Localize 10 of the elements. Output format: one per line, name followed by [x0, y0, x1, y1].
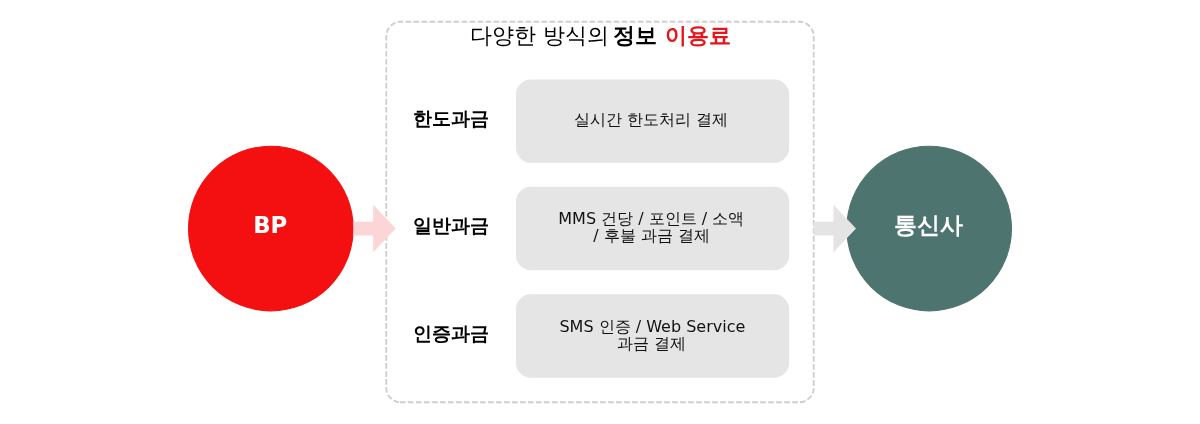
node-circle: 통신사 — [846, 145, 1012, 312]
arrow — [813, 204, 857, 253]
node-box: MMS 건당 / 포인트 / 소액 / 후불 과금 결제 — [516, 186, 790, 271]
node-label: 일반과금 — [412, 214, 489, 238]
node-box: SMS 인증 / Web Service 과금 결제 — [516, 294, 790, 378]
node-label: 한도과금 — [412, 106, 489, 130]
node-box: 실시간 한도처리 결제 — [516, 79, 790, 163]
arrow — [353, 204, 396, 253]
node-circle: BP — [188, 145, 354, 312]
node-label: 인증과금 — [412, 321, 489, 345]
